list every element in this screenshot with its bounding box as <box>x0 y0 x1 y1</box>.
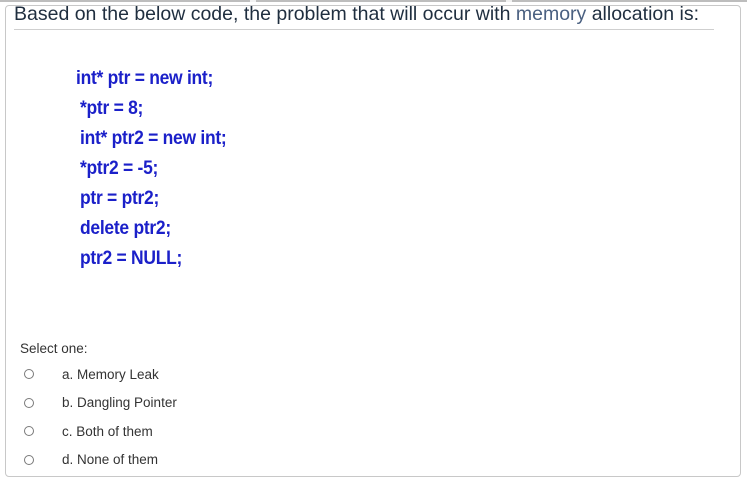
question-text-end: allocation is: <box>586 3 700 25</box>
question-text-start: Based on the below code, the problem tha… <box>14 3 516 25</box>
answer-option-d[interactable]: d. None of them <box>24 446 177 475</box>
answer-options: a. Memory Leak b. Dangling Pointer c. Bo… <box>24 360 177 474</box>
select-one-label: Select one: <box>20 341 88 356</box>
code-line: ptr2 = NULL; <box>80 248 183 269</box>
answer-option-label[interactable]: b. Dangling Pointer <box>62 395 177 411</box>
answer-option-label[interactable]: d. None of them <box>62 452 159 468</box>
code-line: int* ptr = new int; <box>76 68 214 89</box>
question-card: Based on the below code, the problem tha… <box>5 3 741 477</box>
radio-button-b[interactable] <box>24 397 34 408</box>
code-line: ptr = ptr2; <box>80 188 160 209</box>
code-block: int* ptr = new int; *ptr = 8; int* ptr2 … <box>76 64 239 274</box>
code-line: *ptr = 8; <box>80 98 144 119</box>
answer-option-label[interactable]: a. Memory Leak <box>62 366 159 382</box>
code-line: int* ptr2 = new int; <box>80 128 227 149</box>
answer-option-a[interactable]: a. Memory Leak <box>24 360 177 389</box>
top-strip-segment <box>256 0 506 2</box>
radio-button-c[interactable] <box>24 426 34 437</box>
answer-option-label[interactable]: c. Both of them <box>62 423 153 439</box>
answer-option-c[interactable]: c. Both of them <box>24 417 177 446</box>
radio-button-d[interactable] <box>24 454 34 465</box>
radio-button-a[interactable] <box>24 369 34 380</box>
question-text: Based on the below code, the problem tha… <box>14 3 714 25</box>
question-text-highlight: memory <box>515 3 587 25</box>
top-strip-segment <box>512 0 747 2</box>
code-line: delete ptr2; <box>80 218 171 239</box>
code-line: *ptr2 = -5; <box>80 158 159 179</box>
question-header: Based on the below code, the problem tha… <box>14 3 714 30</box>
top-strip-segment <box>0 0 250 2</box>
answer-option-b[interactable]: b. Dangling Pointer <box>24 389 177 418</box>
top-strip <box>0 0 747 2</box>
